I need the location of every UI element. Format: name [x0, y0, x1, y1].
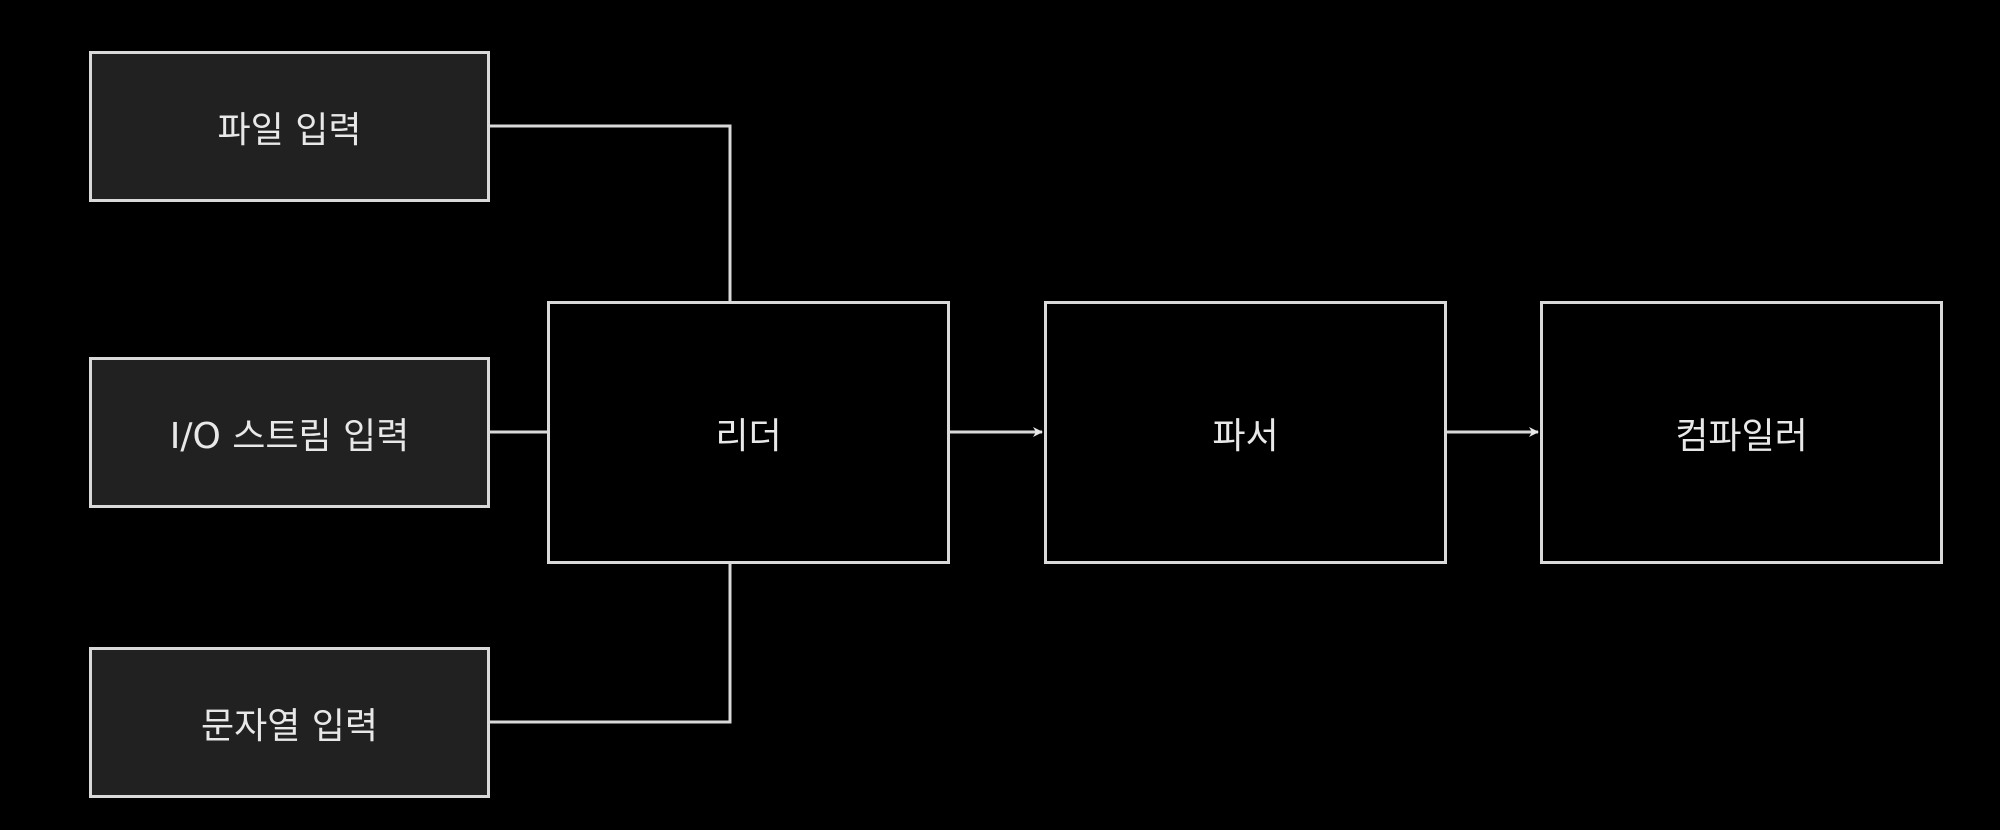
node-label: 파서: [1212, 415, 1279, 457]
parser-node: 파서: [1044, 301, 1447, 564]
node-label: I/O 스트림 입력: [169, 415, 410, 457]
connector-file-to-reader: [489, 124, 732, 301]
file-input-node: 파일 입력: [89, 51, 490, 202]
io-stream-input-node: I/O 스트림 입력: [89, 357, 490, 508]
connector-string-to-reader: [489, 563, 732, 724]
node-label: 파일 입력: [217, 109, 362, 151]
reader-node: 리더: [547, 301, 950, 564]
node-label: 리더: [715, 415, 782, 457]
node-label: 문자열 입력: [200, 705, 379, 747]
node-label: 컴파일러: [1675, 415, 1808, 457]
string-input-node: 문자열 입력: [89, 647, 490, 798]
compiler-node: 컴파일러: [1540, 301, 1943, 564]
